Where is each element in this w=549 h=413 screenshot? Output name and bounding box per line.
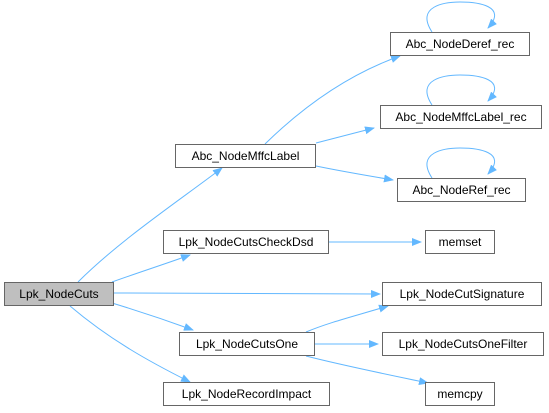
edge-cutsone-to-memcpy (305, 355, 429, 386)
node-abc-nodemffclabel-rec[interactable]: Abc_NodeMffcLabel_rec (380, 105, 542, 129)
node-abc-nodemffclabel[interactable]: Abc_NodeMffcLabel (175, 144, 316, 168)
node-lpk-nodecutsignature[interactable]: Lpk_NodeCutSignature (382, 282, 542, 306)
edge-nodecuts-to-cutsone (111, 302, 194, 331)
node-abc-nodederef-rec[interactable]: Abc_NodeDeref_rec (390, 32, 530, 56)
node-lpk-noderecordimpact[interactable]: Lpk_NodeRecordImpact (163, 382, 330, 406)
edge-mffclabel-to-mffclabelrec (315, 126, 375, 144)
edge-cutsone-to-cutsignature (305, 304, 389, 333)
node-memcpy[interactable]: memcpy (425, 382, 495, 406)
node-lpk-nodecutsone[interactable]: Lpk_NodeCutsOne (179, 332, 315, 356)
node-lpk-nodecutsonefilter[interactable]: Lpk_NodeCutsOneFilter (382, 332, 544, 356)
edge-nodecuts-to-checkdsd (111, 254, 191, 283)
edge-mffclabel-to-refrec (315, 165, 394, 183)
edge-derefrec-self-loop (426, 1, 498, 33)
node-memset[interactable]: memset (425, 230, 495, 254)
edge-mffclabelrec-self-loop (426, 74, 498, 106)
edge-refrec-self-loop (426, 147, 498, 179)
edge-mffclabel-to-derefrec (264, 55, 401, 145)
edge-nodecuts-to-cutsignature (113, 289, 381, 298)
node-abc-noderef-rec[interactable]: Abc_NodeRef_rec (397, 178, 526, 202)
node-lpk-nodecuts: Lpk_NodeCuts (4, 282, 114, 306)
node-lpk-nodecutscheckdsd[interactable]: Lpk_NodeCutsCheckDsd (163, 230, 329, 254)
edge-nodecuts-to-recordimpact (69, 305, 191, 383)
edge-nodecuts-to-mffclabel (77, 167, 223, 283)
